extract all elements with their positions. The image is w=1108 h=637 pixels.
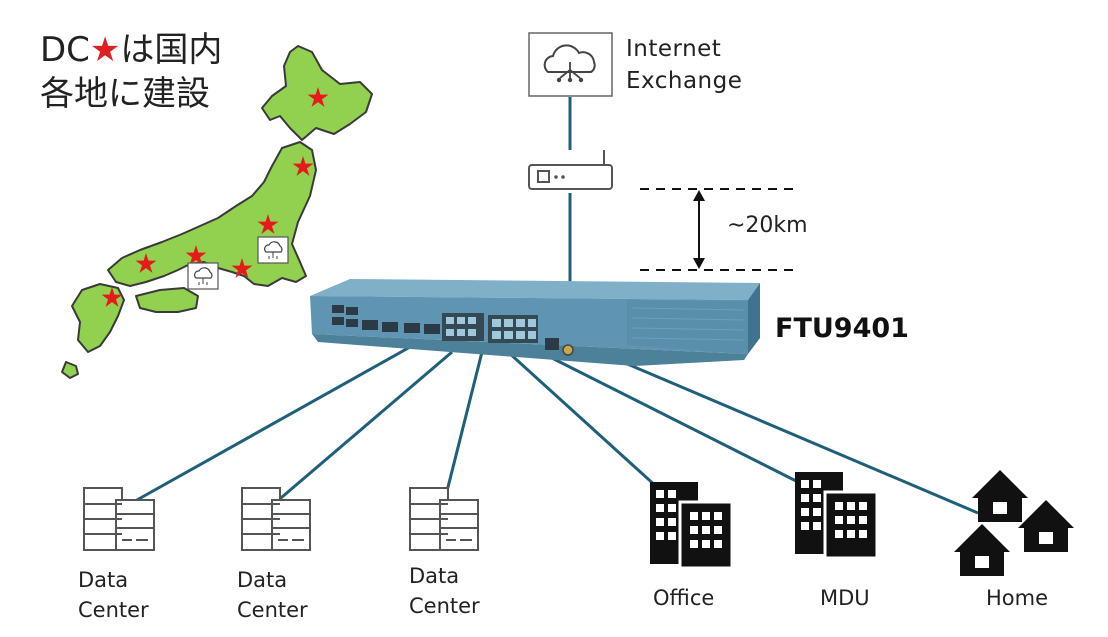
endpoint-label-line1: Data	[237, 568, 288, 592]
link-mdu	[539, 350, 811, 490]
star-icon	[101, 287, 123, 307]
endpoint-label-line1: Data	[409, 564, 460, 588]
router-icon	[528, 150, 613, 190]
endpoint-label-home: Home	[986, 586, 1049, 610]
map-ix-box	[187, 262, 219, 290]
title-dc: DC	[40, 30, 90, 70]
map-shikoku	[135, 287, 199, 313]
map-title-line1: DC★は国内	[40, 28, 222, 72]
star-icon	[257, 214, 279, 234]
star-icon: ★	[89, 30, 121, 70]
map-kyushu	[71, 283, 125, 353]
map-okinawa	[61, 361, 79, 379]
link-home	[617, 358, 979, 515]
datacenter-stars	[101, 87, 329, 307]
endpoint-label-line2: Center	[409, 594, 480, 618]
endpoint-label-dc3: Data Center	[409, 561, 480, 621]
endpoint-label-mdu: MDU	[820, 586, 870, 610]
ftu9401-chassis	[310, 279, 760, 366]
star-icon	[185, 245, 207, 265]
network-links	[127, 97, 979, 515]
link-office	[506, 350, 660, 490]
link-dc3	[442, 351, 484, 504]
title-rest: は国内	[120, 30, 223, 70]
map-title: DC★は国内 各地に建設	[40, 28, 222, 116]
server-icon	[409, 487, 479, 551]
endpoint-label-dc1: Data Center	[78, 565, 149, 625]
distance-label: ~20km	[727, 213, 808, 238]
endpoint-label-office: Office	[653, 586, 715, 610]
endpoint-label-line2: Center	[237, 598, 308, 622]
star-icon	[231, 258, 253, 278]
endpoint-label-line1: Data	[78, 568, 129, 592]
ix-label-line1: Internet	[626, 36, 722, 62]
endpoint-label-line2: Center	[78, 598, 149, 622]
server-icon	[241, 487, 311, 551]
distance-marker	[640, 188, 795, 271]
star-icon	[135, 253, 157, 273]
office-building-icon	[795, 472, 879, 560]
internet-exchange-label: Internet Exchange	[626, 33, 742, 97]
device-model-label: FTU9401	[775, 313, 909, 344]
endpoint-label-dc2: Data Center	[237, 565, 308, 625]
cloud-network-icon	[528, 32, 613, 97]
map-ix-box	[257, 236, 289, 264]
link-dc2	[274, 350, 453, 505]
link-dc1	[127, 345, 411, 507]
star-icon	[307, 87, 329, 107]
houses-icon	[954, 470, 1074, 576]
office-building-icon	[650, 482, 734, 570]
ix-label-line2: Exchange	[626, 68, 743, 94]
star-icon	[292, 156, 314, 176]
server-icon	[83, 487, 155, 551]
map-title-line2: 各地に建設	[40, 74, 210, 114]
